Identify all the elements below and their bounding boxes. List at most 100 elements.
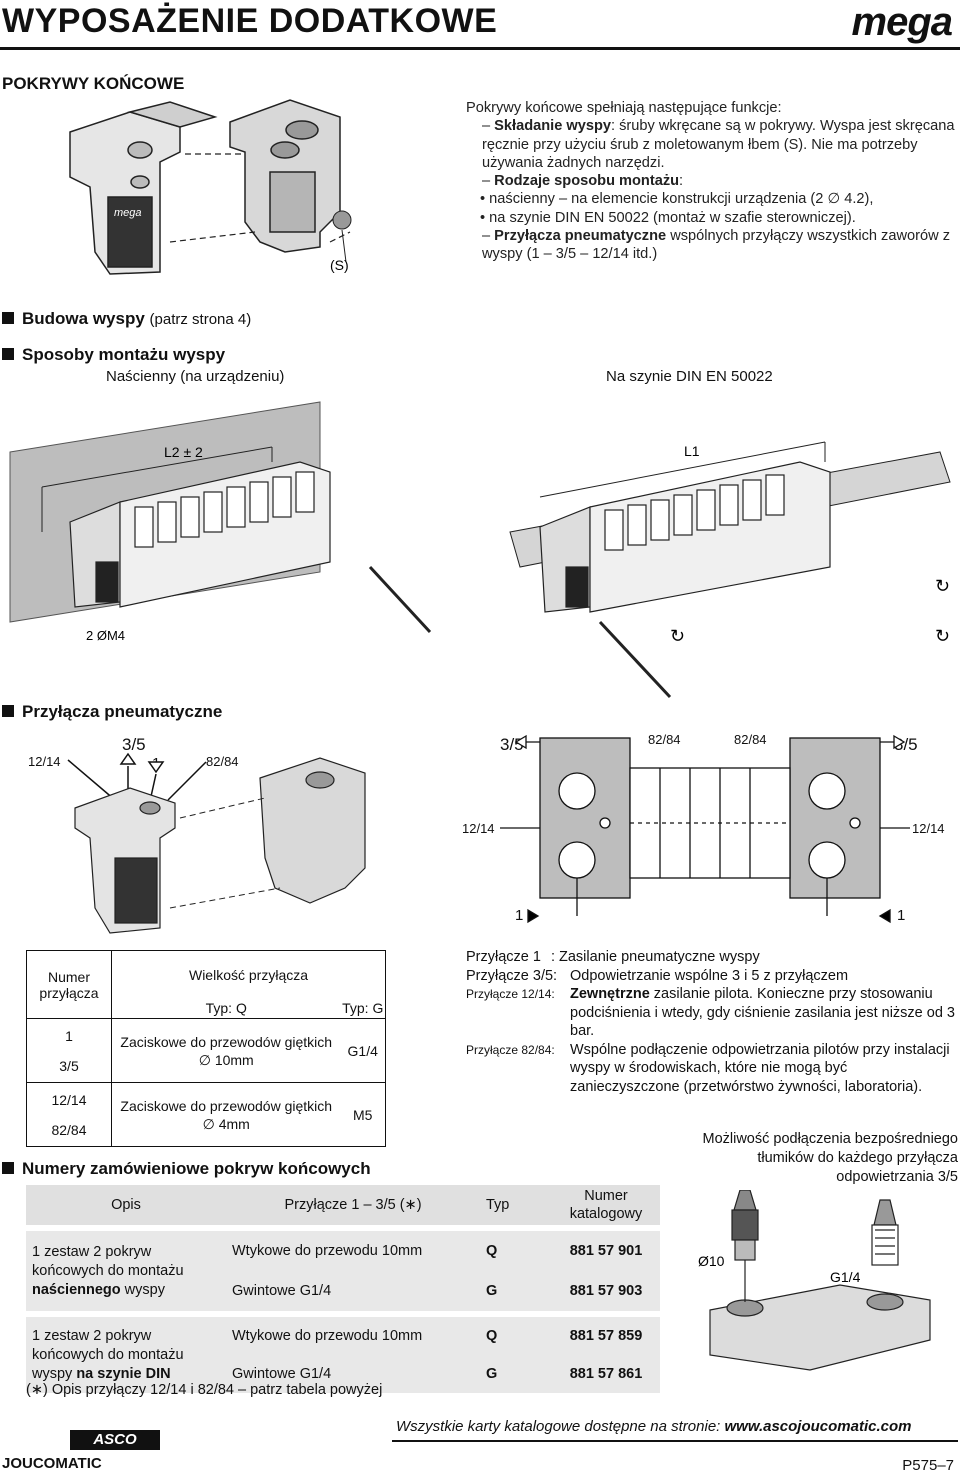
cover-logo-text: mega bbox=[114, 207, 142, 219]
legend-key: Przyłącze 3/5: bbox=[466, 967, 558, 984]
dim-l2-label: L2 ± 2 bbox=[164, 444, 203, 460]
silencer-d10: Ø10 bbox=[698, 1253, 725, 1269]
cell-port: 1 bbox=[65, 1027, 73, 1044]
table-row: 1 zestaw 2 pokryw końcowych do montażu n… bbox=[26, 1231, 660, 1311]
section-title-end-covers: POKRYWY KOŃCOWE bbox=[2, 74, 185, 93]
group-bold: na szynie DIN bbox=[76, 1365, 171, 1382]
footer-rule bbox=[392, 1440, 958, 1442]
joucomatic-logo: JOUCOMATIC bbox=[2, 1455, 102, 1472]
order-group-2: 1 zestaw 2 pokryw końcowych do montażu w… bbox=[26, 1317, 226, 1393]
th-type-q: Typ: Q bbox=[111, 998, 341, 1019]
table-row: 12/14 82/84 Zaciskowe do przewodów giętki… bbox=[26, 1082, 387, 1147]
cell-conn: Wtykowe do przewodu 10mm bbox=[232, 1243, 423, 1259]
silencer-illustration: Ø10 G1/4 bbox=[698, 1190, 931, 1371]
square-bullet-icon bbox=[2, 705, 14, 717]
dim-l1-label: L1 bbox=[684, 443, 700, 459]
desc-item1-bold: Składanie wyspy bbox=[494, 118, 611, 135]
end-cover-right bbox=[229, 99, 341, 253]
rotate-arrow-icon: ↻ bbox=[670, 626, 685, 646]
port-label-35: 3/5 bbox=[122, 735, 146, 754]
legend-val: : Zasilanie pneumatyczne wyspy bbox=[550, 949, 760, 965]
knurled-screw-s bbox=[332, 210, 352, 263]
order-title: Numery zamówieniowe pokryw końcowych bbox=[22, 1159, 371, 1178]
cell-q-dia: ∅ 4mm bbox=[202, 1115, 250, 1132]
footer-text: Wszystkie karty katalogowe dostępne na s… bbox=[396, 1418, 912, 1435]
section-structure: Budowa wyspy (patrz strona 4) bbox=[2, 309, 251, 329]
valve-island-din bbox=[539, 461, 831, 613]
screwdriver-left bbox=[368, 565, 432, 634]
cell-port: 3/5 bbox=[59, 1057, 79, 1074]
section-ports: Przyłącza pneumatyczne bbox=[2, 702, 222, 722]
ports-right-schematic: 3/5 3/5 82/84 82/84 3 5 3 5 12/14 12/14 … bbox=[462, 732, 945, 924]
port-size-table: Numer przyłącza Wielkość przyłącza Typ: … bbox=[26, 950, 387, 1147]
square-bullet-icon bbox=[2, 312, 14, 324]
end-covers-illustration: mega (S) bbox=[69, 99, 352, 275]
desc-intro: Pokrywy końcowe spełniają następujące fu… bbox=[466, 100, 782, 116]
desc-item3-text: wspólnych przyłączy wszystkich zaworów z… bbox=[482, 228, 950, 263]
asco-logo: ASCO bbox=[70, 1430, 160, 1450]
screw-label: (S) bbox=[330, 257, 349, 273]
structure-title: Budowa wyspy bbox=[22, 309, 145, 328]
screwdriver-right bbox=[598, 620, 672, 699]
cell-q: Zaciskowe do przewodów giętkich bbox=[120, 1097, 333, 1114]
schem-1214-right: 12/14 bbox=[912, 821, 945, 836]
mounting-title: Sposoby montażu wyspy bbox=[22, 345, 226, 364]
end-cover-left bbox=[69, 101, 218, 275]
group-bold: naściennego bbox=[32, 1281, 121, 1298]
group-text: wyspy bbox=[120, 1281, 165, 1298]
page-title: WYPOSAŻENIE DODATKOWE bbox=[2, 2, 498, 40]
silencer-caption: Możliwość podłączenia bezpośredniego tłu… bbox=[702, 1131, 958, 1185]
legend-val: zasilanie pilota. Konieczne przy stosowa… bbox=[570, 986, 956, 1039]
port-legend: Przyłącze 1 : Zasilanie pneumatyczne wysp… bbox=[466, 948, 958, 1096]
cell-q: Zaciskowe do przewodów giętkich bbox=[120, 1033, 333, 1050]
desc-item1-text: : śruby wkręcane są w pokrywy. Wyspa jes… bbox=[482, 118, 955, 171]
structure-ref: (patrz strona 4) bbox=[149, 311, 252, 328]
section-order: Numery zamówieniowe pokryw końcowych bbox=[2, 1159, 371, 1179]
cell-port: 12/14 bbox=[51, 1091, 87, 1108]
ports-left-illustration: 12/14 3/5 1 82/84 bbox=[28, 735, 366, 934]
dimension-l2 bbox=[41, 446, 273, 532]
legend-key: Przyłącze 1 bbox=[466, 949, 541, 965]
square-bullet-icon bbox=[2, 1162, 14, 1174]
th-port-number: Numer przyłącza bbox=[26, 950, 112, 1019]
schem-1d: 1 bbox=[897, 907, 905, 924]
silencer-g14: G1/4 bbox=[830, 1269, 861, 1285]
footer-text-pre: Wszystkie karty katalogowe dostępne na s… bbox=[396, 1418, 725, 1435]
cell-num: 881 57 859 bbox=[569, 1328, 643, 1344]
cell-g: G1/4 bbox=[340, 1018, 387, 1083]
legend-key: Przyłącze 82/84: bbox=[466, 1042, 555, 1057]
cell-port: 82/84 bbox=[51, 1121, 87, 1138]
th-port-size: Wielkość przyłącza bbox=[111, 950, 386, 999]
schem-1214-left: 12/14 bbox=[462, 821, 495, 836]
cell-g: M5 bbox=[340, 1082, 387, 1147]
order-table-header: Opis Przyłącze 1 – 3/5 (∗) Typ Numer kat… bbox=[26, 1185, 660, 1225]
page-number: P575–7 bbox=[902, 1457, 954, 1474]
schem-8284-a: 82/84 bbox=[648, 732, 681, 747]
th-conn: Przyłącze 1 – 3/5 (∗) bbox=[284, 1197, 422, 1213]
legend-val: Odpowietrzanie wspólne 3 i 5 z przyłącze… bbox=[570, 967, 849, 984]
cell-num: 881 57 901 bbox=[569, 1243, 643, 1259]
th-type-g: Typ: G bbox=[340, 998, 387, 1019]
schem-8284-b: 82/84 bbox=[734, 732, 767, 747]
schem-35-left: 3/5 bbox=[500, 735, 524, 754]
section-mounting: Sposoby montażu wyspy bbox=[2, 345, 225, 365]
legend-bold: Zewnętrzne bbox=[570, 986, 650, 1002]
mounting-illustration: L2 ± 2 2 ØM4 L1 ↻ ↻ ↻ bbox=[9, 401, 951, 699]
mounting-right-label: Na szynie DIN EN 50022 bbox=[606, 368, 773, 385]
table-row: 1 zestaw 2 pokryw końcowych do montażu w… bbox=[26, 1317, 660, 1393]
desc-item2-colon: : bbox=[679, 173, 684, 190]
end-covers-description: Pokrywy końcowe spełniają następujące fu… bbox=[466, 100, 955, 263]
cell-num: 881 57 861 bbox=[569, 1366, 643, 1382]
rotate-arrow-icon: ↻ bbox=[935, 576, 950, 596]
port-label-1214: 12/14 bbox=[28, 754, 61, 769]
brand-logo: mega bbox=[851, 0, 953, 44]
cell-conn: Gwintowe G1/4 bbox=[232, 1283, 332, 1299]
cell-conn: Gwintowe G1/4 bbox=[232, 1366, 332, 1382]
cell-type: G bbox=[486, 1283, 498, 1299]
cell-conn: Wtykowe do przewodu 10mm bbox=[232, 1328, 423, 1344]
footer-url[interactable]: www.ascojoucomatic.com bbox=[724, 1418, 912, 1435]
group-text: 1 zestaw 2 pokryw końcowych do montażu w… bbox=[32, 1327, 184, 1382]
th-desc: Opis bbox=[111, 1197, 141, 1213]
group-text: 1 zestaw 2 pokryw końcowych do montażu bbox=[32, 1243, 184, 1279]
